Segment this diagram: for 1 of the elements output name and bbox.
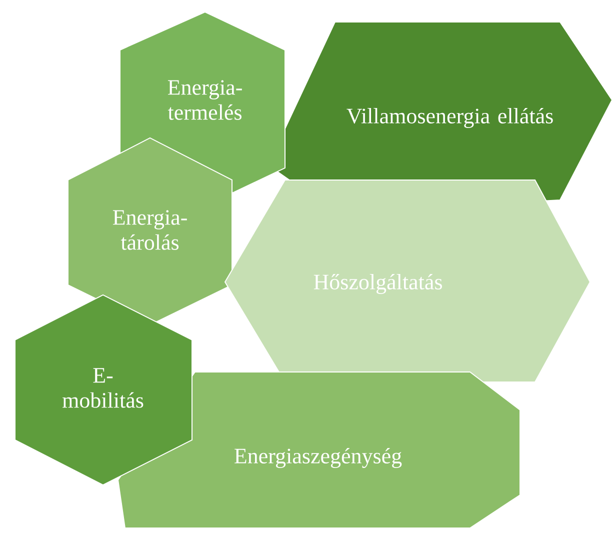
hexagon: E- mobilitás [14, 294, 192, 486]
